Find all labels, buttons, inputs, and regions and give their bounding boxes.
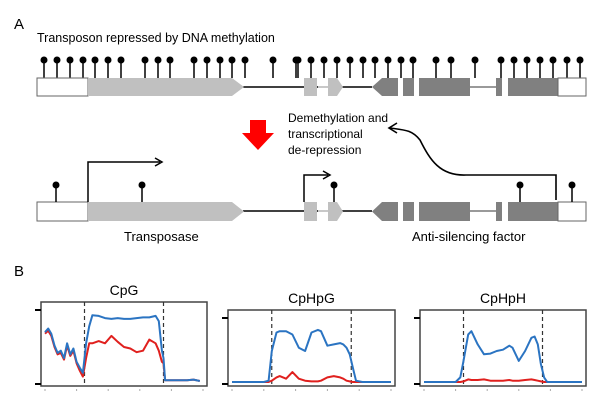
- methylation-lollipop-icon: [52, 181, 60, 189]
- methylation-lollipop-icon: [104, 56, 112, 64]
- anti-silencing-exon: [403, 78, 414, 96]
- methylation-lollipop-icon: [53, 56, 61, 64]
- panel-a-label: A: [14, 16, 24, 33]
- methylation-lollipop-icon: [432, 56, 440, 64]
- methylation-lollipop-icon: [320, 56, 328, 64]
- chart-cphph: CpHpH: [414, 290, 587, 391]
- methylation-lollipop-icon: [371, 56, 379, 64]
- annotation-line-1: Demethylation and: [288, 111, 388, 125]
- exon-light: [304, 78, 317, 96]
- transposase-label: Transposase: [124, 229, 199, 244]
- chart-cphpg: CpHpG: [222, 290, 396, 391]
- chart-cpg: CpG: [35, 282, 208, 391]
- anti-silencing-exon: [496, 202, 502, 221]
- methylation-lollipop-icon: [523, 56, 531, 64]
- methylation-charts: CpG CpHpG CpHpH: [35, 282, 587, 391]
- methylation-lollipop-icon: [384, 56, 392, 64]
- exon-light-arrow: [328, 78, 343, 96]
- methylation-lollipop-icon: [576, 56, 584, 64]
- anti-silencing-exon: [496, 78, 502, 96]
- methylation-lollipop-icon: [447, 56, 455, 64]
- anti-silencing-exon: [419, 78, 470, 96]
- methylation-lollipop-icon: [66, 56, 74, 64]
- methylation-lollipop-icon: [330, 181, 338, 189]
- methylation-lollipop-icon: [141, 56, 149, 64]
- methylation-lollipop-icon: [510, 56, 518, 64]
- methylation-lollipop-icon: [203, 56, 211, 64]
- methylation-lollipops-bottom: [52, 181, 576, 202]
- tss-arrow-head-icon: [322, 170, 332, 180]
- methylation-lollipop-icon: [294, 56, 302, 64]
- left-tir-box: [36, 201, 89, 222]
- anti-silencing-exon: [508, 78, 558, 96]
- methylation-lollipop-icon: [228, 56, 236, 64]
- tss-arrow-head-icon: [154, 157, 164, 167]
- exon-light: [304, 202, 317, 221]
- methylation-lollipop-icon: [359, 56, 367, 64]
- left-tir-box: [36, 77, 89, 97]
- feedback-arrow-head-icon: [387, 122, 398, 134]
- methylation-lollipop-icon: [471, 56, 479, 64]
- methylation-lollipop-icon: [307, 56, 315, 64]
- methylation-lollipop-icon: [568, 181, 576, 189]
- methylation-lollipop-icon: [91, 56, 99, 64]
- chart-title: CpHpG: [288, 290, 335, 306]
- anti-silencing-exon: [372, 202, 398, 221]
- tss-arrow: [303, 174, 328, 202]
- methylation-lollipop-icon: [79, 56, 87, 64]
- top-title: Transposon repressed by DNA methylation: [37, 31, 275, 45]
- chart-title: CpHpH: [480, 290, 526, 306]
- methylation-lollipop-icon: [166, 56, 174, 64]
- series-line-blue: [44, 314, 201, 382]
- anti-silencing-exon: [419, 202, 470, 221]
- methylation-lollipop-icon: [516, 181, 524, 189]
- methylation-lollipop-icon: [190, 56, 198, 64]
- top-construct: [36, 56, 587, 97]
- methylation-lollipop-icon: [333, 56, 341, 64]
- anti-silencing-exon: [508, 202, 558, 221]
- methylation-lollipop-icon: [549, 56, 557, 64]
- series-line-blue: [424, 330, 582, 383]
- methylation-lollipop-icon: [117, 56, 125, 64]
- anti-silencing-exon: [372, 78, 398, 96]
- methylation-lollipop-icon: [536, 56, 544, 64]
- annotation-line-2: transcriptional: [288, 127, 363, 141]
- methylation-lollipop-icon: [346, 56, 354, 64]
- transposase-gene: [88, 202, 244, 221]
- methylation-lollipop-icon: [563, 56, 571, 64]
- methylation-lollipop-icon: [138, 181, 146, 189]
- series-line-blue: [232, 328, 391, 383]
- series-line-red: [232, 371, 391, 383]
- anti-silencing-exon: [403, 202, 414, 221]
- right-tir-box: [557, 77, 587, 97]
- red-down-arrow-icon: [242, 120, 274, 150]
- exon-light-arrow: [328, 202, 343, 221]
- feedback-arrow: [389, 127, 557, 200]
- chart-title: CpG: [110, 282, 139, 298]
- chart-frame: [419, 309, 587, 387]
- right-tir-box: [557, 201, 587, 222]
- transposase-gene: [88, 78, 244, 96]
- chart-frame: [40, 301, 208, 387]
- methylation-lollipop-icon: [497, 56, 505, 64]
- methylation-lollipop-icon: [40, 56, 48, 64]
- methylation-lollipop-icon: [409, 56, 417, 64]
- methylation-lollipop-icon: [269, 56, 277, 64]
- methylation-lollipop-icon: [241, 56, 249, 64]
- bottom-construct: [36, 157, 587, 222]
- chart-frame: [227, 309, 396, 387]
- methylation-lollipop-icon: [397, 56, 405, 64]
- annotation-line-3: de-repression: [288, 143, 361, 157]
- methylation-lollipop-icon: [216, 56, 224, 64]
- panel-b-label: B: [14, 263, 24, 280]
- methylation-lollipops-top: [40, 56, 584, 78]
- methylation-lollipop-icon: [154, 56, 162, 64]
- anti-silencing-label: Anti-silencing factor: [412, 229, 526, 244]
- series-line-red: [424, 378, 582, 383]
- tss-arrow: [87, 161, 160, 202]
